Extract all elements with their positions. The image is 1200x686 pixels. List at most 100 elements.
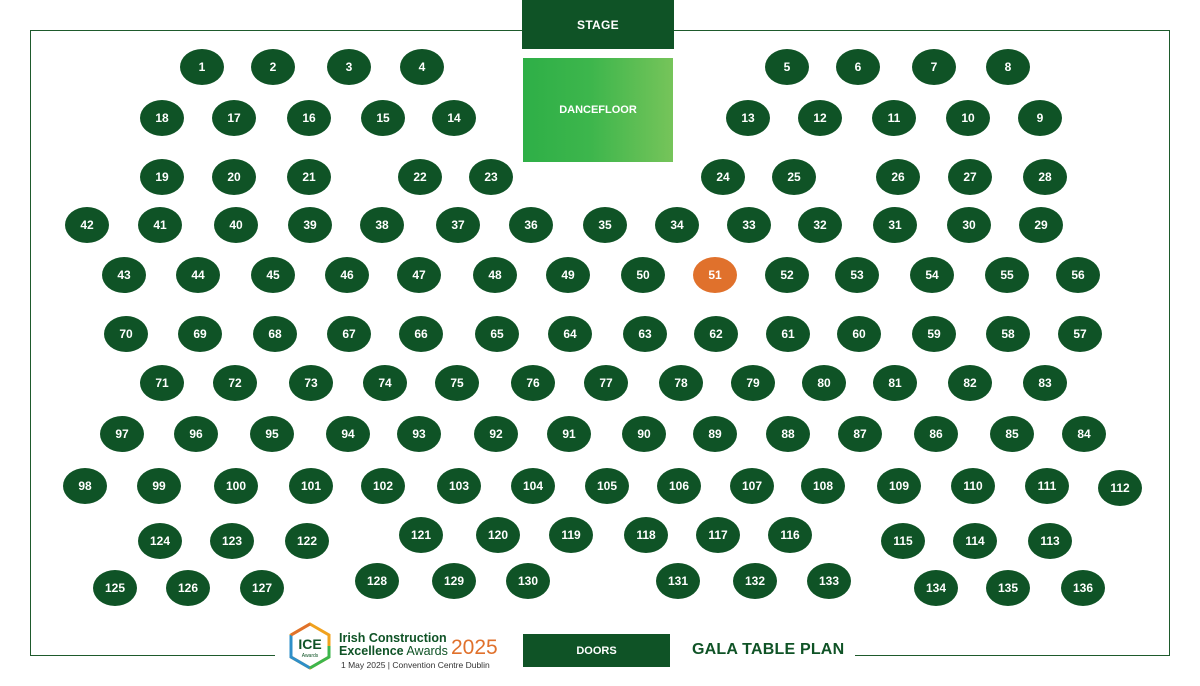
table-67[interactable]: 67 — [327, 316, 371, 352]
table-129[interactable]: 129 — [432, 563, 476, 599]
table-64[interactable]: 64 — [548, 316, 592, 352]
table-86[interactable]: 86 — [914, 416, 958, 452]
table-123[interactable]: 123 — [210, 523, 254, 559]
table-18[interactable]: 18 — [140, 100, 184, 136]
table-92[interactable]: 92 — [474, 416, 518, 452]
table-12[interactable]: 12 — [798, 100, 842, 136]
table-43[interactable]: 43 — [102, 257, 146, 293]
table-52[interactable]: 52 — [765, 257, 809, 293]
table-29[interactable]: 29 — [1019, 207, 1063, 243]
table-62[interactable]: 62 — [694, 316, 738, 352]
table-19[interactable]: 19 — [140, 159, 184, 195]
table-32[interactable]: 32 — [798, 207, 842, 243]
table-39[interactable]: 39 — [288, 207, 332, 243]
table-20[interactable]: 20 — [212, 159, 256, 195]
table-1[interactable]: 1 — [180, 49, 224, 85]
table-36[interactable]: 36 — [509, 207, 553, 243]
table-57[interactable]: 57 — [1058, 316, 1102, 352]
table-6[interactable]: 6 — [836, 49, 880, 85]
table-99[interactable]: 99 — [137, 468, 181, 504]
table-100[interactable]: 100 — [214, 468, 258, 504]
table-110[interactable]: 110 — [951, 468, 995, 504]
table-113[interactable]: 113 — [1028, 523, 1072, 559]
table-31[interactable]: 31 — [873, 207, 917, 243]
table-51[interactable]: 51 — [693, 257, 737, 293]
table-135[interactable]: 135 — [986, 570, 1030, 606]
table-8[interactable]: 8 — [986, 49, 1030, 85]
table-136[interactable]: 136 — [1061, 570, 1105, 606]
table-93[interactable]: 93 — [397, 416, 441, 452]
table-9[interactable]: 9 — [1018, 100, 1062, 136]
table-58[interactable]: 58 — [986, 316, 1030, 352]
table-127[interactable]: 127 — [240, 570, 284, 606]
table-50[interactable]: 50 — [621, 257, 665, 293]
table-91[interactable]: 91 — [547, 416, 591, 452]
table-49[interactable]: 49 — [546, 257, 590, 293]
table-35[interactable]: 35 — [583, 207, 627, 243]
table-34[interactable]: 34 — [655, 207, 699, 243]
table-87[interactable]: 87 — [838, 416, 882, 452]
table-56[interactable]: 56 — [1056, 257, 1100, 293]
table-3[interactable]: 3 — [327, 49, 371, 85]
table-24[interactable]: 24 — [701, 159, 745, 195]
table-60[interactable]: 60 — [837, 316, 881, 352]
table-103[interactable]: 103 — [437, 468, 481, 504]
table-85[interactable]: 85 — [990, 416, 1034, 452]
table-5[interactable]: 5 — [765, 49, 809, 85]
table-117[interactable]: 117 — [696, 517, 740, 553]
table-48[interactable]: 48 — [473, 257, 517, 293]
table-90[interactable]: 90 — [622, 416, 666, 452]
table-61[interactable]: 61 — [766, 316, 810, 352]
table-97[interactable]: 97 — [100, 416, 144, 452]
table-88[interactable]: 88 — [766, 416, 810, 452]
table-96[interactable]: 96 — [174, 416, 218, 452]
table-109[interactable]: 109 — [877, 468, 921, 504]
table-131[interactable]: 131 — [656, 563, 700, 599]
table-46[interactable]: 46 — [325, 257, 369, 293]
table-124[interactable]: 124 — [138, 523, 182, 559]
table-104[interactable]: 104 — [511, 468, 555, 504]
table-77[interactable]: 77 — [584, 365, 628, 401]
table-75[interactable]: 75 — [435, 365, 479, 401]
table-102[interactable]: 102 — [361, 468, 405, 504]
table-94[interactable]: 94 — [326, 416, 370, 452]
table-4[interactable]: 4 — [400, 49, 444, 85]
table-116[interactable]: 116 — [768, 517, 812, 553]
table-83[interactable]: 83 — [1023, 365, 1067, 401]
table-38[interactable]: 38 — [360, 207, 404, 243]
table-14[interactable]: 14 — [432, 100, 476, 136]
table-105[interactable]: 105 — [585, 468, 629, 504]
table-42[interactable]: 42 — [65, 207, 109, 243]
table-2[interactable]: 2 — [251, 49, 295, 85]
table-65[interactable]: 65 — [475, 316, 519, 352]
table-82[interactable]: 82 — [948, 365, 992, 401]
table-114[interactable]: 114 — [953, 523, 997, 559]
table-23[interactable]: 23 — [469, 159, 513, 195]
table-130[interactable]: 130 — [506, 563, 550, 599]
table-125[interactable]: 125 — [93, 570, 137, 606]
table-122[interactable]: 122 — [285, 523, 329, 559]
table-84[interactable]: 84 — [1062, 416, 1106, 452]
table-17[interactable]: 17 — [212, 100, 256, 136]
table-108[interactable]: 108 — [801, 468, 845, 504]
table-44[interactable]: 44 — [176, 257, 220, 293]
table-118[interactable]: 118 — [624, 517, 668, 553]
table-106[interactable]: 106 — [657, 468, 701, 504]
table-79[interactable]: 79 — [731, 365, 775, 401]
table-16[interactable]: 16 — [287, 100, 331, 136]
table-63[interactable]: 63 — [623, 316, 667, 352]
table-41[interactable]: 41 — [138, 207, 182, 243]
table-10[interactable]: 10 — [946, 100, 990, 136]
table-72[interactable]: 72 — [213, 365, 257, 401]
table-37[interactable]: 37 — [436, 207, 480, 243]
table-11[interactable]: 11 — [872, 100, 916, 136]
table-132[interactable]: 132 — [733, 563, 777, 599]
table-78[interactable]: 78 — [659, 365, 703, 401]
table-73[interactable]: 73 — [289, 365, 333, 401]
table-47[interactable]: 47 — [397, 257, 441, 293]
table-115[interactable]: 115 — [881, 523, 925, 559]
table-128[interactable]: 128 — [355, 563, 399, 599]
table-25[interactable]: 25 — [772, 159, 816, 195]
table-111[interactable]: 111 — [1025, 468, 1069, 504]
table-101[interactable]: 101 — [289, 468, 333, 504]
